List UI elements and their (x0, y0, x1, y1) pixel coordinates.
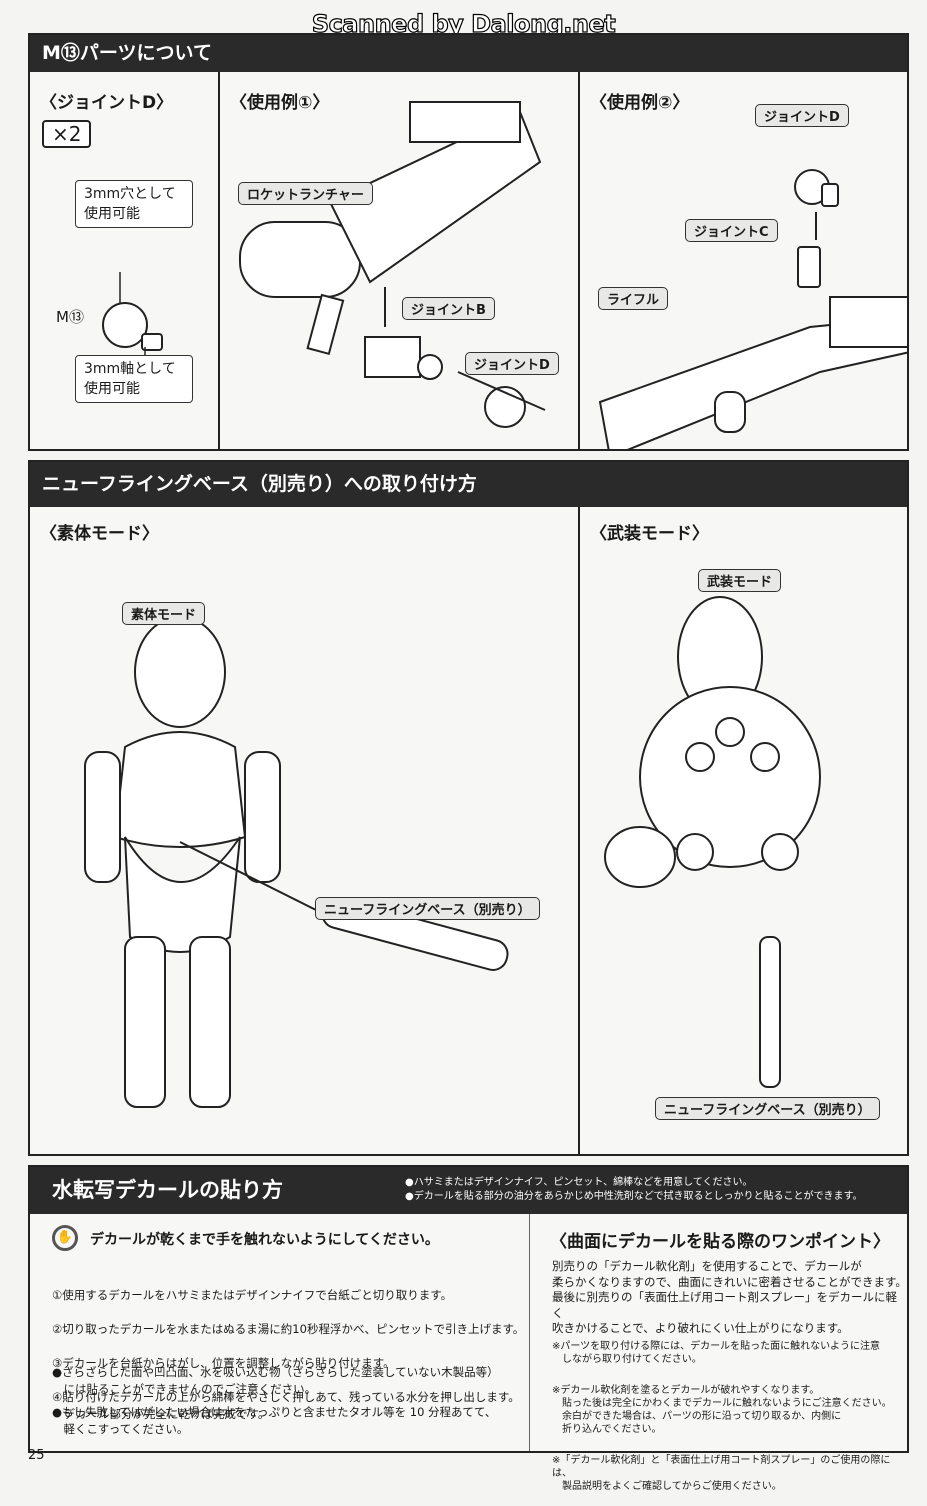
prep-item: ●ハサミまたはデザインナイフ、ピンセット、綿棒などを用意してください。 (405, 1177, 753, 1188)
caution-item: ●もし失敗してはがしたい場合は水をたっぷりと含ませたタオル等を 10 分程あてて… (52, 1405, 497, 1436)
decal-section: 水転写デカールの貼り方 ●ハサミまたはデザインナイフ、ピンセット、綿棒などを用意… (28, 1165, 909, 1492)
tip-body: 別売りの「デカール軟化剤」を使用することで、デカールが 柔らかくなりますので、曲… (552, 1259, 907, 1335)
example1-panel: 〈使用例①〉 ロケットランチャー ジョイントB ジョイントD (220, 72, 580, 449)
tip-note: ※「デカール軟化剤」と「表面仕上げ用コート剤スプレー」のご使用の際には、 製品説… (552, 1455, 891, 1492)
joint-d-label: ジョイントD (465, 352, 559, 375)
parts-section-title: M⑬パーツについて (30, 35, 907, 72)
armed-mode-panel: 〈武装モード〉 武装モード ニューフライングベース（別売り） (580, 507, 907, 1154)
tip-notes: ※パーツを取り付ける際には、デカールを貼った面に触れないように注意 しながら取り… (552, 1327, 907, 1506)
joint-b-label: ジョイントB (402, 297, 495, 320)
decal-prep-list: ●ハサミまたはデザインナイフ、ピンセット、綿棒などを用意してください。 ●デカー… (405, 1176, 863, 1204)
step-item: ①使用するデカールをハサミまたはデザインナイフで台紙ごと切り取ります。 (52, 1288, 453, 1302)
example2-title: 〈使用例②〉 (590, 93, 690, 113)
caution-item: ●ざらざらした面や凹凸面、水を吸い込む物（ざらざらした塗装していない木製品等） … (52, 1365, 499, 1396)
flying-base-section: ニューフライングベース（別売り）への取り付け方 〈素体モード〉 素体モード ニュ… (28, 460, 909, 1156)
armed-mode-figure-illustration (604, 596, 821, 1088)
tip-title: 〈曲面にデカールを貼る際のワンポイント〉 (550, 1232, 890, 1252)
prep-item: ●デカールを貼る部分の油分をあらかじめ中性洗剤などで拭き取るとしっかりと貼ること… (405, 1191, 863, 1202)
decal-steps-panel: ✋ デカールが乾くまで手を触れないようにしてください。 ①使用するデカールをハサ… (30, 1214, 530, 1451)
tip-note: ※パーツを取り付ける際には、デカールを貼った面に触れないように注意 しながら取り… (552, 1341, 880, 1365)
page-number: 25 (28, 1448, 45, 1463)
rocket-launcher-illustration (239, 101, 546, 428)
example1-title: 〈使用例①〉 (230, 93, 330, 113)
joint-d-label-2: ジョイントD (755, 104, 849, 127)
part-id: M⑬ (56, 308, 84, 326)
flying-base-label-2: ニューフライングベース（別売り） (655, 1097, 880, 1120)
step-item: ③デカールを台紙からはがし、位置を調整しながら貼り付けます。 (52, 1356, 395, 1370)
decal-steps: ①使用するデカールをハサミまたはデザインナイフで台紙ごと切り取ります。 ②切り取… (52, 1270, 524, 1440)
joint-d-panel: 〈ジョイントD〉 ×2 3mm穴として 使用可能 M⑬ 3mm軸として 使用可能 (30, 72, 220, 449)
hole-note: 3mm穴として 使用可能 (75, 180, 193, 228)
joint-c-label: ジョイントC (685, 219, 778, 242)
example2-panel: 〈使用例②〉 ジョイントD ジョイントC ライフル (580, 72, 907, 449)
tip-note: ※デカール軟化剤を塗るとデカールが破れやすくなります。 貼った後は完全にかわくま… (552, 1385, 892, 1435)
body-mode-figure-illustration (84, 616, 509, 1108)
joint-d-illustration (102, 272, 163, 377)
body-mode-panel: 〈素体モード〉 素体モード ニューフライングベース（別売り） (30, 507, 580, 1154)
flying-base-title: ニューフライングベース（別売り）への取り付け方 (30, 462, 907, 507)
step-item: ④貼り付けたデカールの上から綿棒をやさしく押しあて、残っている水分を押し出します… (52, 1390, 520, 1421)
decal-title: 水転写デカールの貼り方 (30, 1167, 907, 1214)
step-item: ②切り取ったデカールを水またはぬるま湯に約10秒程浮かべ、ピンセットで引き上げま… (52, 1322, 525, 1336)
flying-base-label-1: ニューフライングベース（別売り） (315, 897, 540, 920)
rifle-illustration (598, 169, 907, 449)
rifle-label: ライフル (598, 287, 669, 310)
no-touch-icon: ✋ (52, 1225, 78, 1251)
joint-d-title: 〈ジョイントD〉 (40, 93, 174, 113)
rocket-launcher-label: ロケットランチャー (238, 182, 373, 205)
body-mode-title: 〈素体モード〉 (40, 524, 159, 544)
parts-section: M⑬パーツについて 〈ジョイントD〉 ×2 3mm穴として 使用可能 M⑬ 3m… (28, 33, 909, 451)
armed-mode-title: 〈武装モード〉 (590, 524, 709, 544)
armed-mode-label: 武装モード (698, 569, 782, 592)
decal-warning: デカールが乾くまで手を触れないようにしてください。 (90, 1232, 439, 1248)
quantity-badge: ×2 (42, 120, 92, 148)
body-mode-label: 素体モード (122, 602, 206, 625)
axis-note: 3mm軸として 使用可能 (75, 355, 193, 403)
